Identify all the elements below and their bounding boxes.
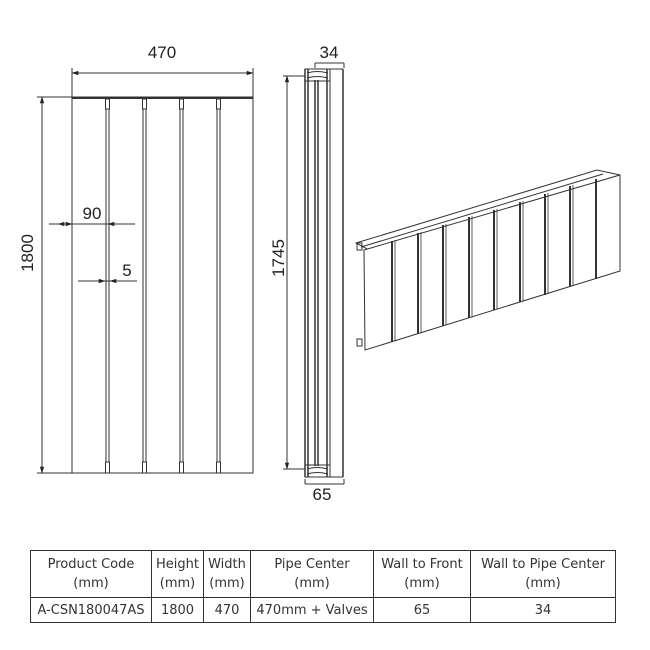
- cell-wall-to-pipe-center: 34: [470, 597, 616, 623]
- cell-wall-to-front: 65: [373, 597, 471, 623]
- bar-spacing-label: 90: [83, 204, 102, 223]
- spec-table: Product Code(mm) Height(mm) Width(mm) Pi…: [30, 550, 616, 623]
- cell-product-code: A-CSN180047AS: [30, 597, 152, 623]
- header-wall-to-pipe-center: Wall to Pipe Center(mm): [470, 550, 616, 598]
- bar-gap-label: 5: [122, 261, 131, 280]
- depth-label: 65: [313, 485, 332, 504]
- depth-dimension: [304, 479, 345, 485]
- side-view: [283, 62, 345, 485]
- header-product-code: Product Code(mm): [30, 550, 152, 598]
- pipe-center-dimension: [314, 62, 345, 68]
- isometric-view: [354, 169, 621, 351]
- front-bars: [105, 98, 221, 474]
- header-pipe-center: Pipe Center(mm): [250, 550, 374, 598]
- width-dimension: [71, 68, 254, 97]
- cell-width: 470: [203, 597, 251, 623]
- cell-pipe-center: 470mm + Valves: [250, 597, 374, 623]
- width-label: 470: [148, 43, 176, 62]
- pipe-center-label: 34: [320, 43, 339, 62]
- header-width: Width(mm): [203, 550, 251, 598]
- cell-height: 1800: [151, 597, 204, 623]
- header-wall-to-front: Wall to Front(mm): [373, 550, 471, 598]
- front-panel-outline: [71, 96, 254, 474]
- height-dimension: [37, 96, 72, 474]
- pipe-height-label: 1745: [269, 239, 288, 277]
- pipe-height-dimension: [283, 75, 305, 470]
- top-pipe-connector: [304, 68, 331, 82]
- header-height: Height(mm): [151, 550, 204, 598]
- table-header-row: Product Code(mm) Height(mm) Width(mm) Pi…: [30, 550, 616, 598]
- table-row: A-CSN180047AS 1800 470 470mm + Valves 65…: [30, 597, 616, 623]
- isometric-bars: [391, 179, 597, 342]
- bottom-pipe-connector: [304, 464, 331, 478]
- height-label: 1800: [18, 234, 37, 272]
- technical-drawing: 470 1800 90 5: [18, 43, 621, 504]
- front-view: [37, 68, 254, 474]
